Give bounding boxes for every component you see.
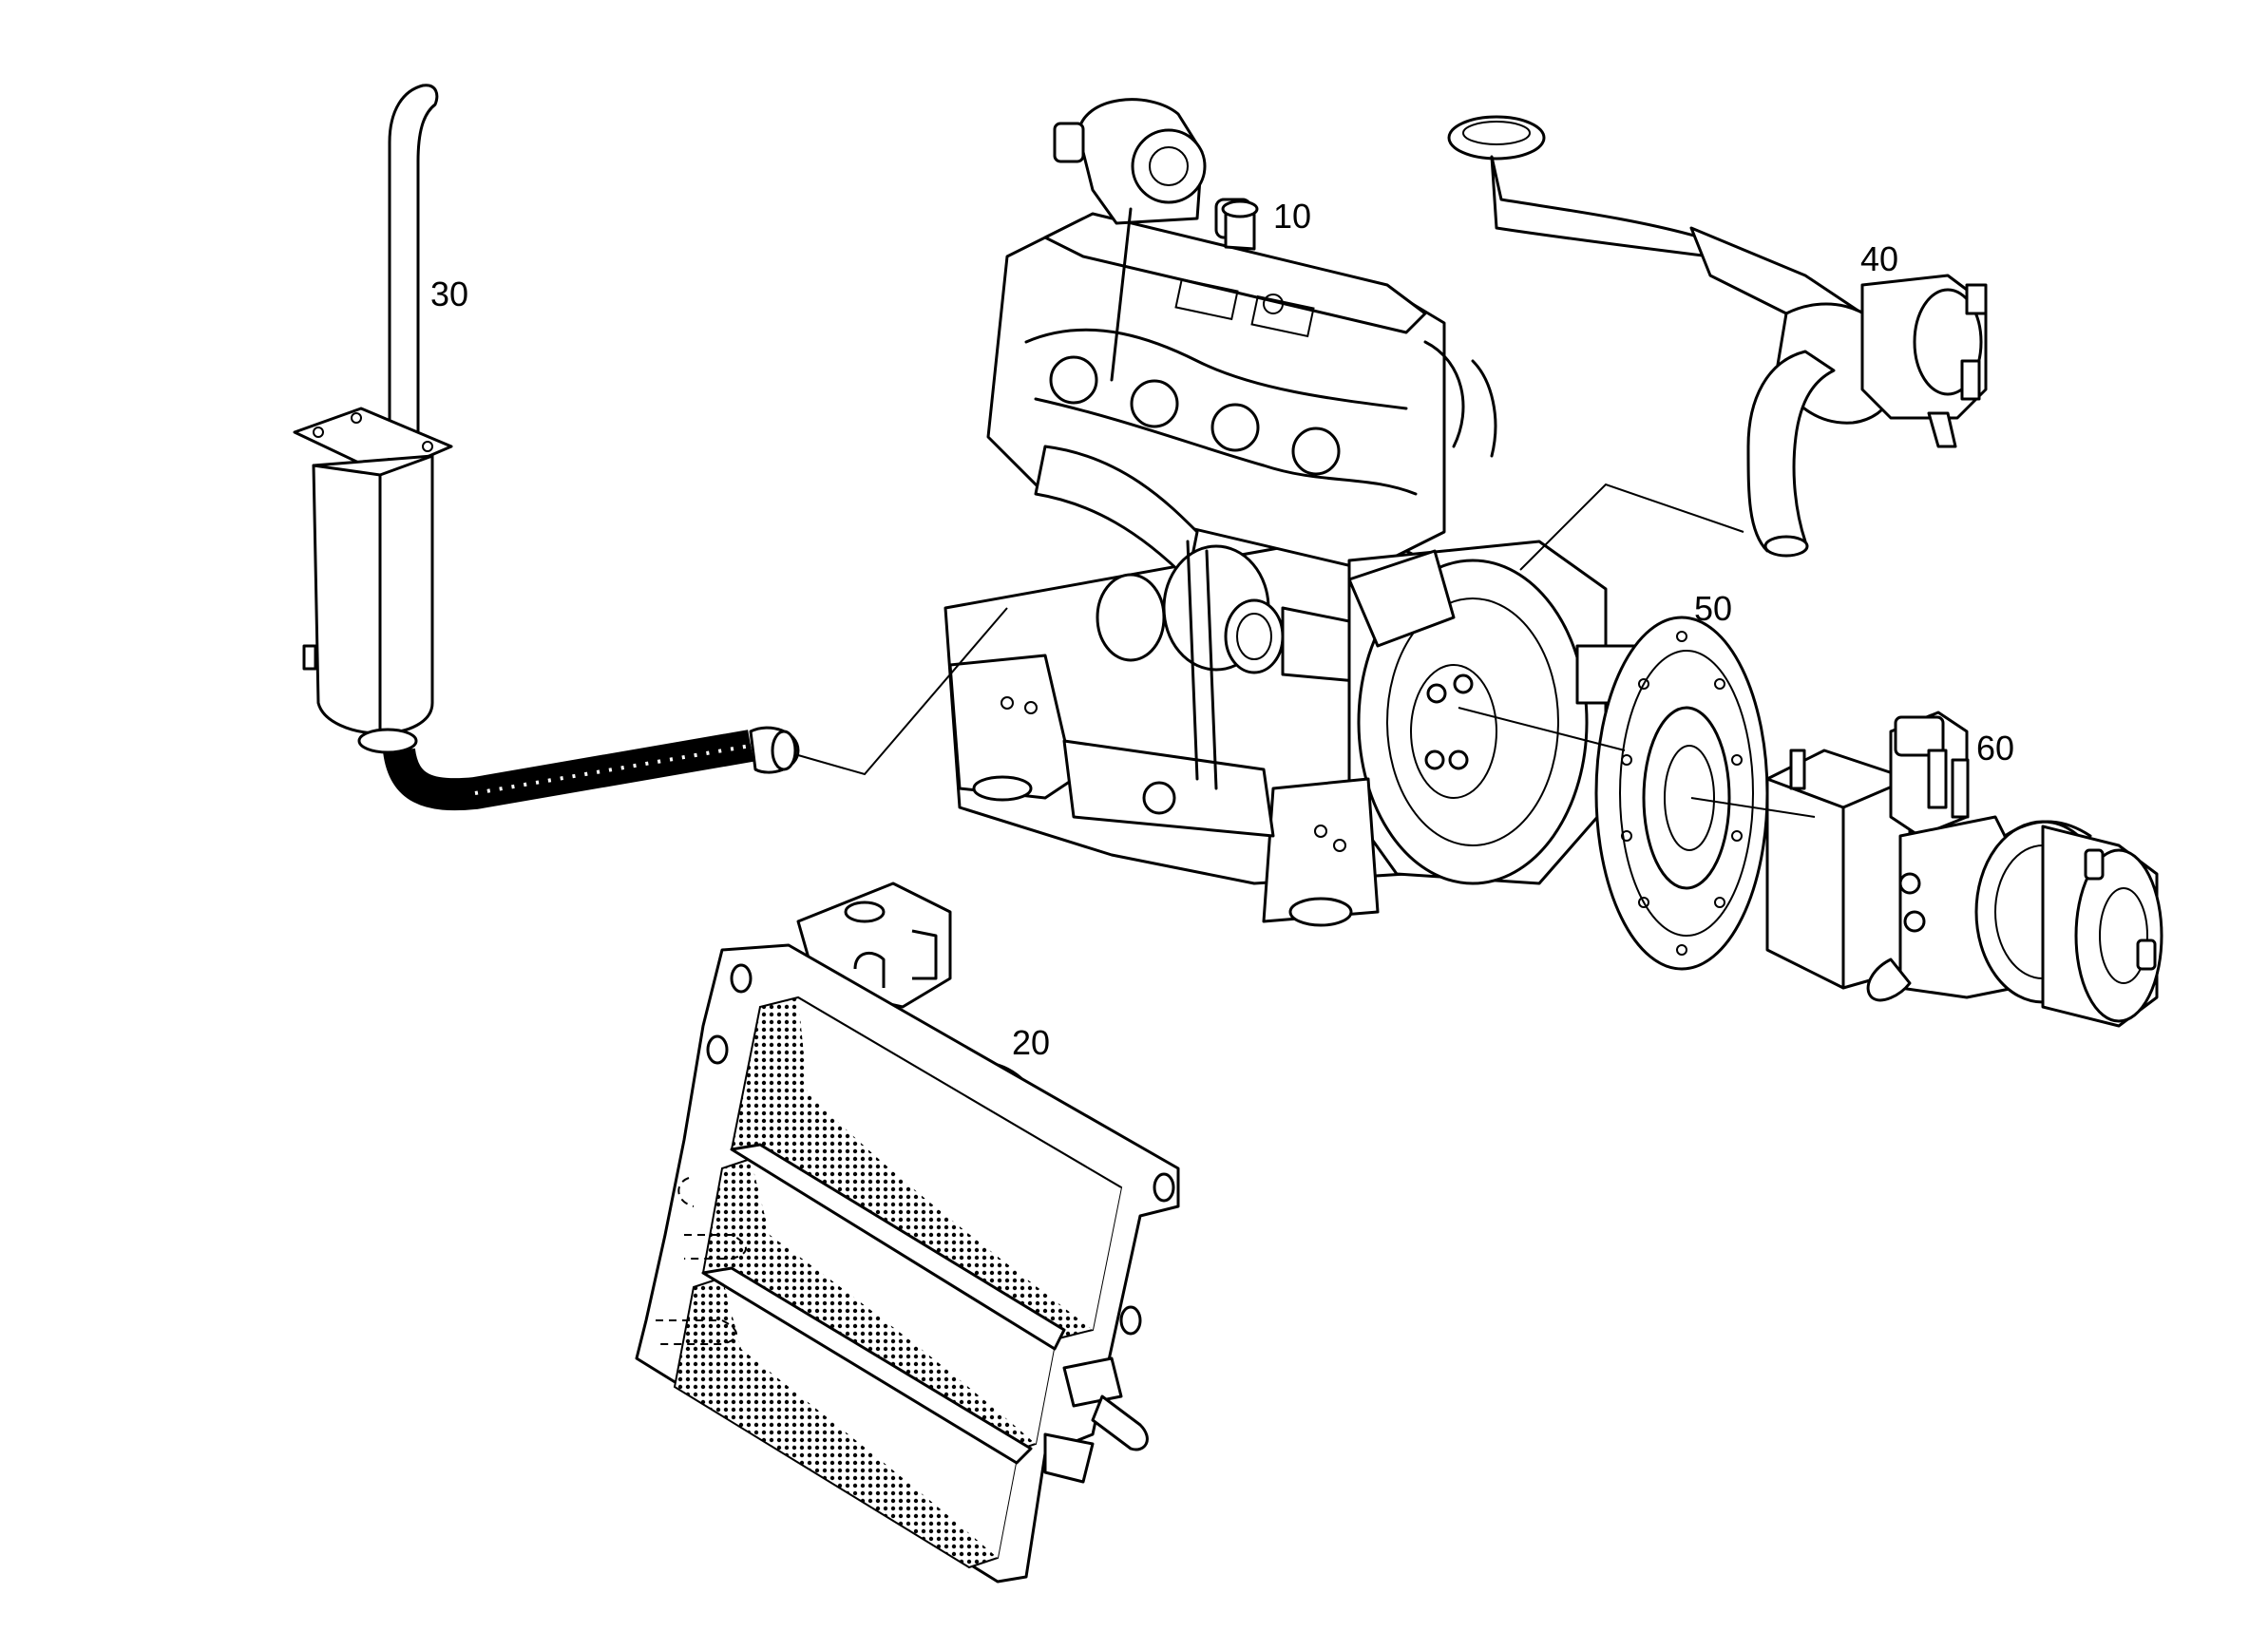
flywheel-coupling xyxy=(1594,616,1769,971)
air-intake-assembly xyxy=(1447,115,1988,558)
engine-assembly xyxy=(943,98,1636,927)
leader-exhaust-to-engine xyxy=(797,607,1008,776)
leader-lines xyxy=(797,483,1816,818)
leader-flywheel-to-engine xyxy=(1458,707,1626,751)
callout-hydraulic-pump: 60 xyxy=(1976,729,2014,768)
callout-radiator: 20 xyxy=(1012,1023,1050,1062)
leader-intake-to-engine xyxy=(1519,483,1744,571)
turbocharger xyxy=(1096,544,1399,688)
engine-mounts xyxy=(948,644,1636,927)
radiator-cooler-assembly xyxy=(635,882,1180,1584)
callout-flywheel: 50 xyxy=(1694,589,1732,628)
hydraulic-pump-assembly xyxy=(1765,711,2163,1028)
callout-engine: 10 xyxy=(1273,197,1311,236)
leader-pump-to-flywheel xyxy=(1690,797,1816,818)
callout-air-intake: 40 xyxy=(1860,239,1898,278)
injector-row xyxy=(1024,328,1465,496)
flywheel-bolt-holes xyxy=(1621,631,1743,956)
callout-exhaust: 30 xyxy=(430,275,468,313)
exhaust-system xyxy=(293,84,800,811)
